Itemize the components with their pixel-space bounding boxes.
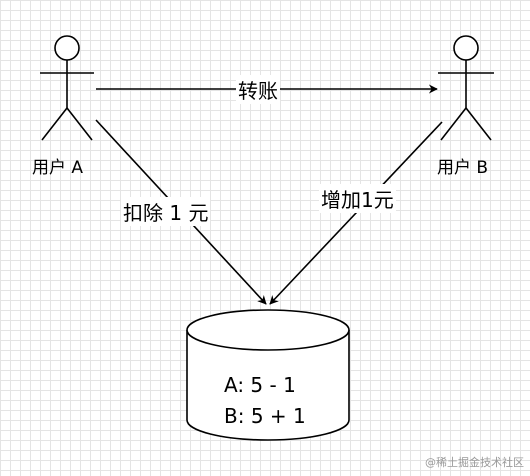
credit-label: 增加1元	[319, 184, 396, 213]
debit-label: 扣除 1 元	[121, 197, 211, 226]
actor-b-head	[453, 35, 479, 61]
actor-b-leg-right	[465, 107, 492, 141]
database-cylinder	[186, 309, 350, 441]
database-body	[186, 330, 350, 441]
credit-arrow	[269, 121, 443, 305]
database-line-2: B: 5 + 1	[224, 404, 306, 428]
actor-a-label: 用户 A	[32, 158, 84, 178]
watermark-text: @稀土掘金技术社区	[425, 456, 524, 469]
actor-a-leg-right	[66, 107, 93, 141]
actor-b-label: 用户 B	[437, 158, 489, 178]
database-line-1: A: 5 - 1	[224, 373, 296, 397]
actor-a-head	[54, 35, 80, 61]
actor-b-leg-left	[440, 107, 467, 141]
actor-b-figure	[438, 35, 494, 141]
actor-a-figure	[40, 35, 94, 141]
database-top	[186, 309, 350, 351]
actor-a-leg-left	[41, 107, 68, 141]
transfer-label: 转账	[236, 75, 280, 104]
